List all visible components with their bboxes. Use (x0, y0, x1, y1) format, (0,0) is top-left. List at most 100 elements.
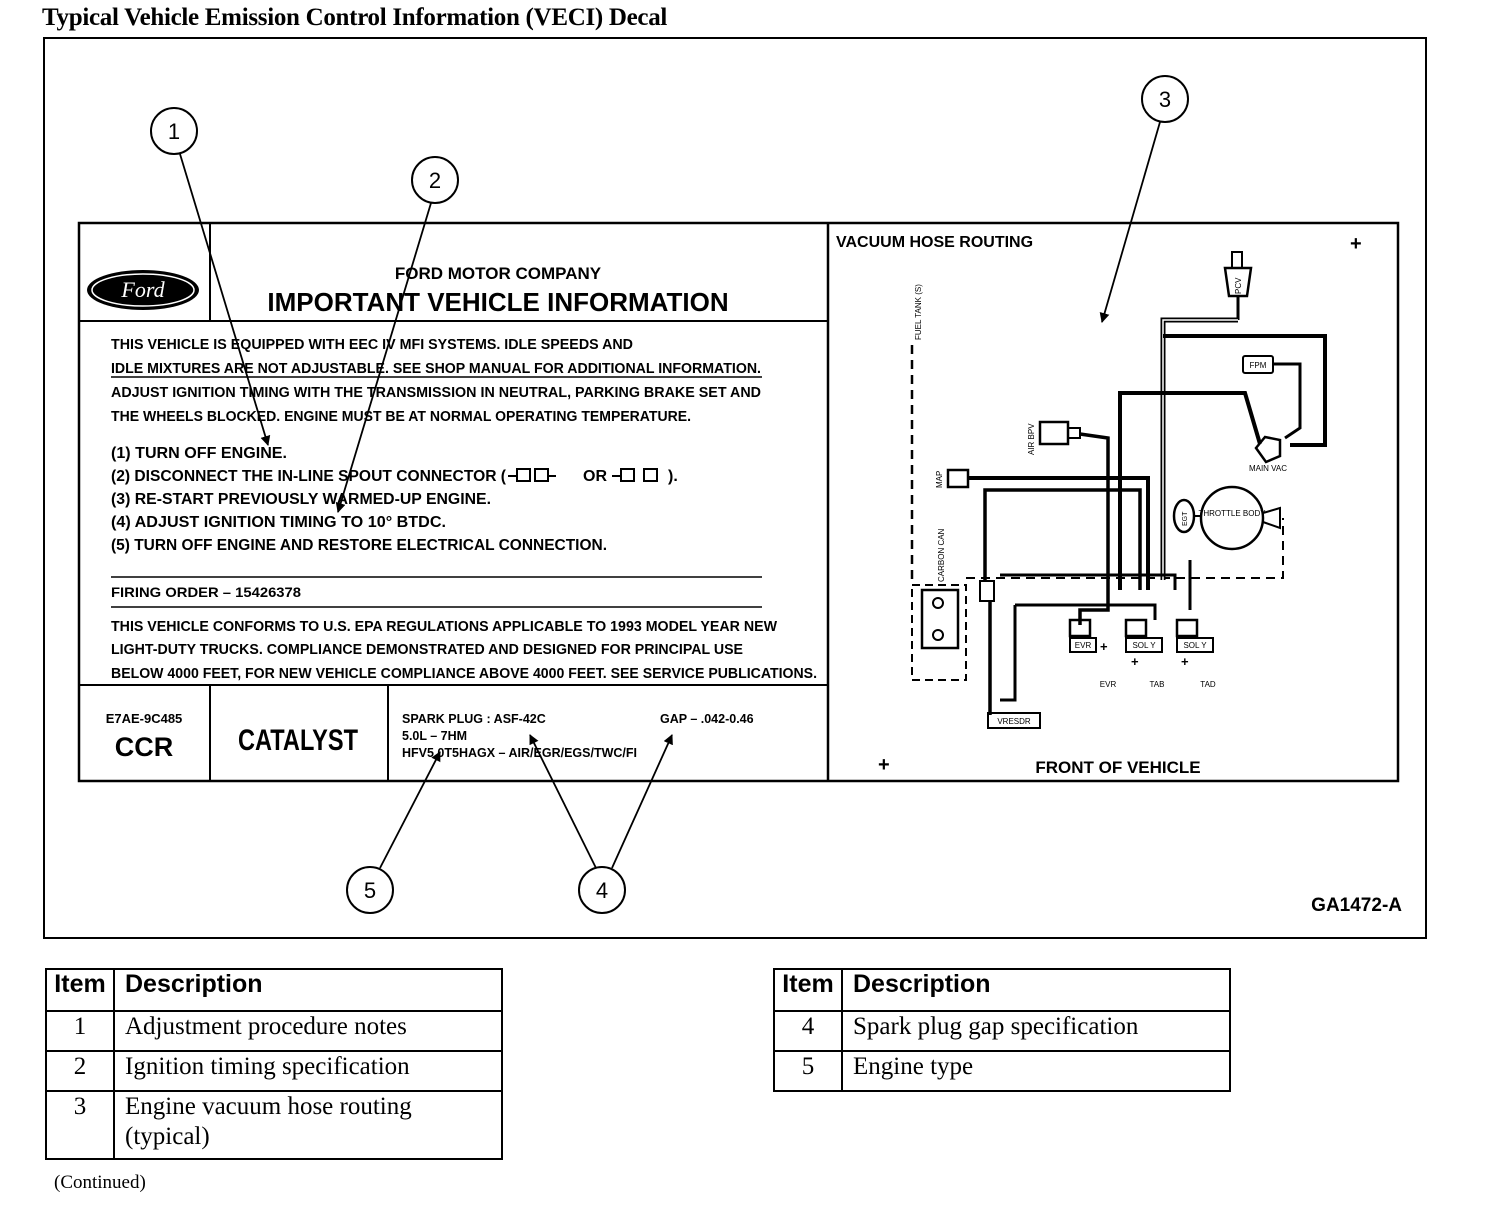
leader-5 (379, 751, 441, 869)
item-header: Item (45, 968, 115, 1012)
table-row: 3 Engine vacuum hose routing (typical) (45, 1090, 503, 1160)
decal-heading: IMPORTANT VEHICLE INFORMATION (267, 287, 728, 317)
leader-2 (335, 202, 432, 513)
step2-or: OR (583, 468, 607, 485)
table-row: 4 Spark plug gap specification (773, 1010, 1231, 1052)
svg-text:MAP: MAP (935, 471, 944, 488)
epa-line: BELOW 4000 FEET, FOR NEW VEHICLE COMPLIA… (111, 666, 817, 682)
spark-plug-spec: SPARK PLUG : ASF-42C (402, 712, 546, 726)
vacuum-diagram: FUEL TANK (S) CARBON CAN PCV FPM MAIN VA… (910, 251, 1327, 729)
engine-spec: 5.0L – 7HM (402, 729, 467, 743)
svg-text:AIR BPV: AIR BPV (1027, 423, 1036, 455)
carbon-canister (920, 588, 960, 650)
ford-logo: Ford (87, 270, 199, 310)
tab-label: TAB (1150, 680, 1165, 689)
table-row: 2 Ignition timing specification (45, 1050, 503, 1092)
connector-symbols: OR ). (508, 468, 678, 485)
item-header: Item (773, 968, 843, 1012)
leader-lines (179, 121, 1161, 869)
note-line: IDLE MIXTURES ARE NOT ADJUSTABLE. SEE SH… (111, 361, 761, 377)
throttle-body (1199, 485, 1265, 551)
svg-text:MAIN VAC: MAIN VAC (1249, 464, 1287, 473)
svg-text:2: 2 (429, 168, 441, 193)
engine-family: HFV5.0T5HAGX – AIR/EGR/EGS/TWC/FI (402, 746, 637, 760)
fuel-tank-label: FUEL TANK (S) (914, 284, 923, 340)
vacuum-heading: VACUUM HOSE ROUTING (836, 234, 1033, 251)
svg-text:VRESDR: VRESDR (997, 717, 1031, 726)
table-row: 5 Engine type (773, 1050, 1231, 1092)
svg-text:PCV: PCV (1234, 277, 1243, 294)
svg-text:Ford: Ford (120, 277, 165, 302)
step2-end: ). (668, 468, 678, 485)
item-description: Engine vacuum hose routing (typical) (113, 1090, 503, 1160)
adjustment-notes: THIS VEHICLE IS EQUIPPED WITH EEC IV MFI… (111, 337, 762, 425)
ccr-label: CCR (115, 732, 174, 762)
leader-1 (179, 153, 271, 446)
item-description: Adjustment procedure notes (113, 1010, 503, 1052)
continued-note: (Continued) (54, 1172, 146, 1193)
figure-frame (43, 37, 1427, 939)
veci-figure: Ford FORD MOTOR COMPANY IMPORTANT VEHICL… (77, 75, 1402, 916)
svg-text:5: 5 (364, 878, 376, 903)
svg-text:EVR: EVR (1075, 641, 1092, 650)
callout-1: 1 (150, 107, 198, 155)
item-number: 2 (45, 1050, 115, 1092)
item-number: 1 (45, 1010, 115, 1052)
evr-solenoid: EVR + (1068, 618, 1108, 654)
note-line: THIS VEHICLE IS EQUIPPED WITH EEC IV MFI… (111, 337, 633, 353)
step-line: (4) ADJUST IGNITION TIMING TO 10° BTDC. (111, 514, 446, 531)
step-line: (1) TURN OFF ENGINE. (111, 445, 287, 462)
step-line: (2) DISCONNECT THE IN-LINE SPOUT CONNECT… (111, 468, 507, 485)
plus-mark: + (1350, 233, 1362, 255)
step-line: (5) TURN OFF ENGINE AND RESTORE ELECTRIC… (111, 537, 607, 554)
front-of-vehicle: FRONT OF VEHICLE (1035, 758, 1200, 777)
plus-mark: + (878, 754, 890, 776)
svg-text:4: 4 (596, 878, 608, 903)
figure-id: GA1472-A (1311, 895, 1402, 916)
legend-table-left: Item Description 1 Adjustment procedure … (45, 968, 503, 1160)
svg-text:3: 3 (1159, 87, 1171, 112)
note-line: ADJUST IGNITION TIMING WITH THE TRANSMIS… (111, 385, 761, 401)
sol-y-solenoid-1: SOL Y + (1124, 618, 1163, 669)
item-description: Ignition timing specification (113, 1050, 503, 1092)
epa-line: LIGHT-DUTY TRUCKS. COMPLIANCE DEMONSTRAT… (111, 642, 743, 658)
gap-spec: GAP – .042-0.46 (660, 712, 754, 726)
callout-5: 5 (346, 866, 394, 914)
callout-4: 4 (578, 866, 626, 914)
description-header: Description (841, 968, 1231, 1012)
note-line: THE WHEELS BLOCKED. ENGINE MUST BE AT NO… (111, 409, 691, 425)
decal-border (77, 221, 1400, 783)
carbon-can-label: CARBON CAN (937, 528, 946, 582)
item-description: Engine type (841, 1050, 1231, 1092)
table-row: 1 Adjustment procedure notes (45, 1010, 503, 1052)
item-number: 3 (45, 1090, 115, 1160)
part-number: E7AE-9C485 (106, 711, 183, 726)
page-title: Typical Vehicle Emission Control Informa… (42, 4, 668, 31)
main-vac-fitting (1254, 435, 1282, 464)
svg-text:SOL Y: SOL Y (1132, 641, 1156, 650)
sol-y-solenoid-2: SOL Y + (1175, 618, 1214, 669)
svg-text:1: 1 (168, 119, 180, 144)
leader-4a (529, 734, 597, 869)
svg-text:SOL Y: SOL Y (1183, 641, 1207, 650)
svg-text:+: + (1181, 654, 1189, 669)
callout-2: 2 (411, 156, 459, 204)
svg-text:+: + (1100, 639, 1108, 654)
evr-label: EVR (1100, 680, 1117, 689)
svg-text:EGT: EGT (1182, 511, 1189, 526)
epa-line: THIS VEHICLE CONFORMS TO U.S. EPA REGULA… (111, 619, 777, 635)
decal-company: FORD MOTOR COMPANY (395, 264, 602, 283)
leader-3 (1099, 121, 1161, 323)
item-description: Spark plug gap specification (841, 1010, 1231, 1052)
firing-order: FIRING ORDER – 15426378 (111, 584, 301, 600)
svg-text:FPM: FPM (1250, 361, 1267, 370)
air-bpv (1038, 420, 1070, 446)
item-number: 5 (773, 1050, 843, 1092)
legend-table-right: Item Description 4 Spark plug gap specif… (773, 968, 1231, 1092)
leader-4b (611, 734, 673, 869)
item-number: 4 (773, 1010, 843, 1052)
vresdr (987, 712, 1041, 729)
description-header: Description (113, 968, 503, 1012)
tad-label: TAD (1200, 680, 1216, 689)
adjustment-steps: (1) TURN OFF ENGINE. (2) DISCONNECT THE … (111, 445, 678, 554)
